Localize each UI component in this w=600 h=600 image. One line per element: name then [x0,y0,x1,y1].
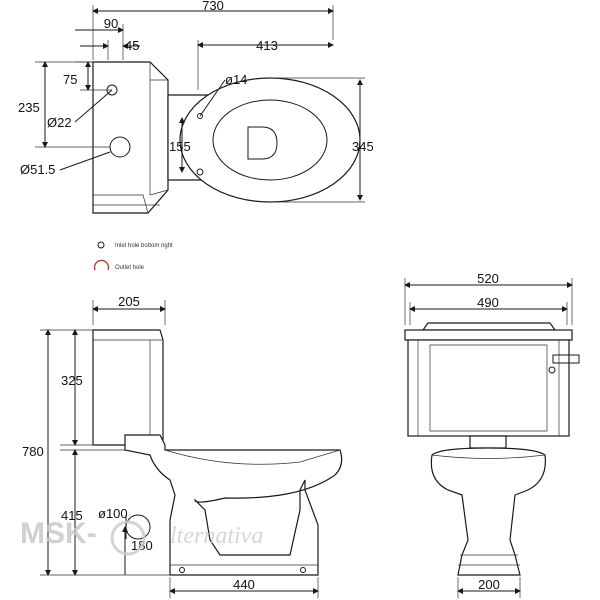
bowl-side [124,434,343,576]
dim-490: 490 [477,295,499,310]
legend: Inlet hole bottom right Outlet hole [93,241,173,271]
dim-413: 413 [256,38,278,53]
dim-45: 45 [125,38,139,53]
seat-d [247,126,278,160]
watermark-logo-icon [110,520,146,556]
dim-520: 520 [477,271,499,286]
dim-515: Ø51.5 [20,162,55,177]
dim-345: 345 [352,139,374,154]
dim-14: ø14 [225,72,247,87]
watermark-brand: MSK- [20,517,97,550]
bowl-front [430,447,546,576]
dim-415: 415 [61,508,83,523]
dim-75: 75 [63,72,77,87]
legend-outlet-icon [93,259,110,271]
cistern-front [407,339,570,437]
dim-440: 440 [233,577,255,592]
front-view: 520 490 200 [404,271,580,598]
dim-155: 155 [169,139,191,154]
cistern-top [92,61,169,214]
cistern-cap [404,329,573,341]
cistern-lid [421,322,557,331]
dim-235: 235 [18,100,40,115]
legend-inlet-icon [97,241,105,249]
dim-730: 730 [202,0,224,13]
side-view: 205 325 780 415 ø100 180 [22,294,343,598]
bowl-outer [179,77,361,203]
legend-inlet-label: Inlet hole bottom right [115,243,173,249]
fix-hole-top [197,113,203,119]
dim-90: 90 [104,16,118,31]
watermark-brand2: lternativa [170,523,263,549]
fix-hole [196,168,204,176]
top-view: 730 90 45 413 75 ø14 [18,0,374,214]
watermark: MSK- lternativa [20,517,263,556]
bowl-rim [212,99,328,181]
dim-22: Ø22 [47,115,72,130]
dim-780: 780 [22,444,44,459]
cistern-side [92,329,164,446]
dim-325: 325 [61,373,83,388]
dim-205: 205 [118,294,140,309]
dim-200: 200 [478,577,500,592]
legend-outlet-label: Outlet hole [115,265,145,271]
dim-100: ø100 [98,506,128,521]
